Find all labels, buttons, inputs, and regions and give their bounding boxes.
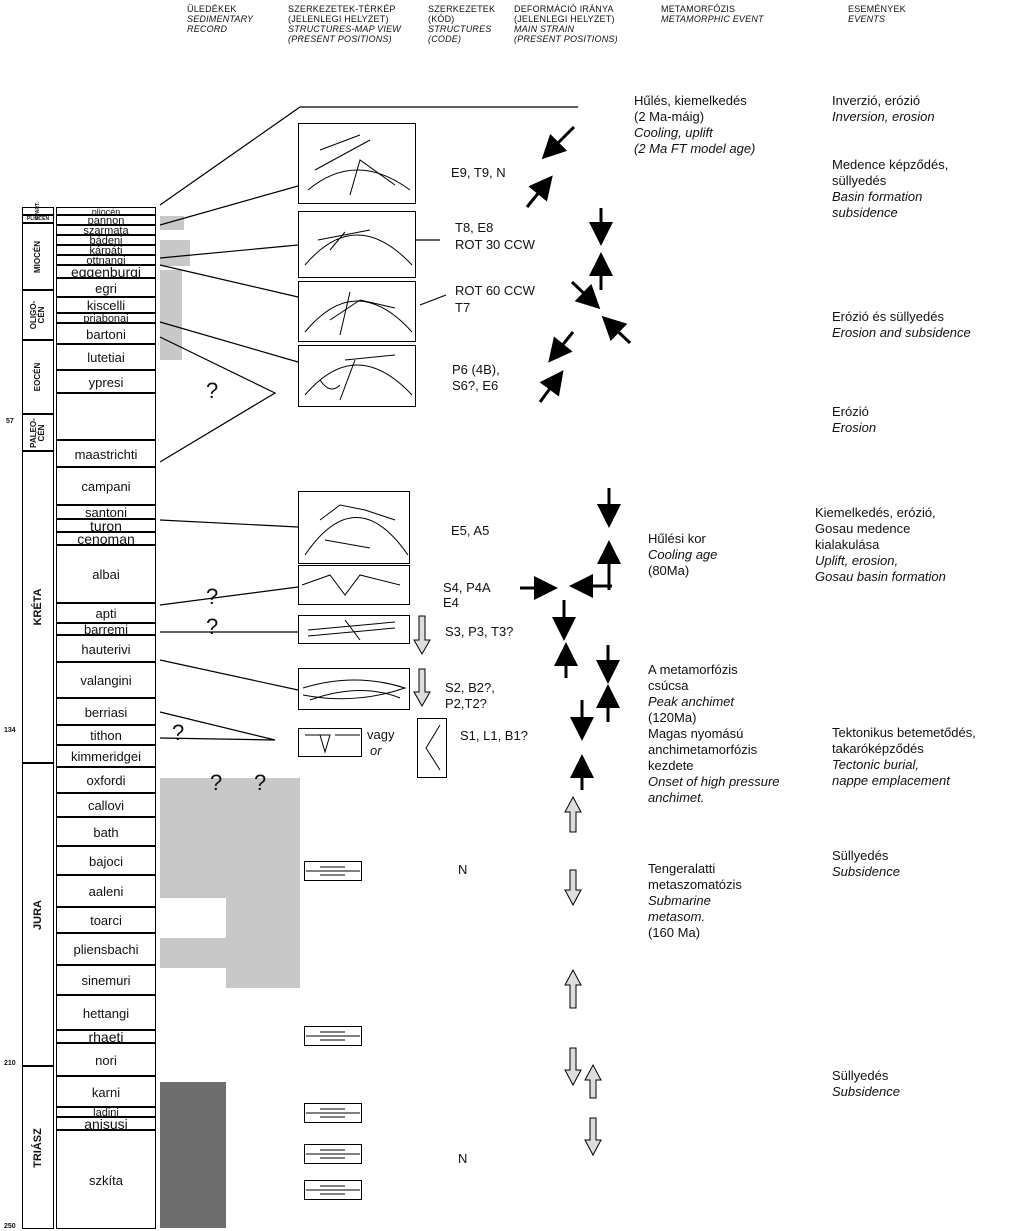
text-line: (2 Ma-máig) <box>634 109 755 125</box>
text-line: Gosau basin formation <box>815 569 946 585</box>
text-line: metasom. <box>648 909 742 925</box>
strain-arrows <box>520 127 630 790</box>
text-line: Inverzió, erózió <box>832 93 935 109</box>
text-line: (160 Ma) <box>648 925 742 941</box>
text-line: csúcsa <box>648 678 780 694</box>
alt-label: vagy <box>367 727 394 743</box>
text-line: subsidence <box>832 205 948 221</box>
text-line: Basin formation <box>832 189 948 205</box>
structure-code: T8, E8 <box>455 220 493 236</box>
structure-sketches <box>302 135 440 1194</box>
text-line: Gosau medence <box>815 521 946 537</box>
text-line: Magas nyomású <box>648 726 780 742</box>
text-line: anchimetamorfózis <box>648 742 780 758</box>
text-line: nappe emplacement <box>832 773 976 789</box>
structure-code: E5, A5 <box>451 523 489 539</box>
metamorphic-event: Hűlés, kiemelkedés(2 Ma-máig)Cooling, up… <box>634 93 755 157</box>
structure-code: N <box>458 862 467 878</box>
hollow-arrows <box>414 616 601 1155</box>
text-line: Erózió <box>832 404 876 420</box>
text-line: Onset of high pressure <box>648 774 780 790</box>
structure-code: S1, L1, B1? <box>460 728 528 744</box>
text-line: Süllyedés <box>832 1068 900 1084</box>
event: ErózióErosion <box>832 404 876 436</box>
text-line: Cooling, uplift <box>634 125 755 141</box>
text-line: Hűlés, kiemelkedés <box>634 93 755 109</box>
text-line: (120Ma) <box>648 710 780 726</box>
text-line: Cooling age <box>648 547 717 563</box>
alt-label: or <box>370 743 382 759</box>
text-line: Erosion <box>832 420 876 436</box>
text-line: takaróképződés <box>832 741 976 757</box>
event: Medence képződés,süllyedésBasin formatio… <box>832 157 948 221</box>
structure-code: E4 <box>443 595 459 611</box>
text-line: Tengeralatti <box>648 861 742 877</box>
structure-code: E9, T9, N <box>451 165 506 181</box>
text-line: A metamorfózis <box>648 662 780 678</box>
text-line: Hűlési kor <box>648 531 717 547</box>
structure-code: T7 <box>455 300 470 316</box>
text-line: Kiemelkedés, erózió, <box>815 505 946 521</box>
text-line: (2 Ma FT model age) <box>634 141 755 157</box>
text-line: süllyedés <box>832 173 948 189</box>
text-line: Erózió és süllyedés <box>832 309 971 325</box>
text-line: Tektonikus betemetődés, <box>832 725 976 741</box>
structure-code: S4, P4A <box>443 580 491 596</box>
text-line: Medence képződés, <box>832 157 948 173</box>
text-line: (80Ma) <box>648 563 717 579</box>
text-line: kialakulása <box>815 537 946 553</box>
text-line: kezdete <box>648 758 780 774</box>
structure-code: N <box>458 1151 467 1167</box>
text-line: Peak anchimet <box>648 694 780 710</box>
text-line: Uplift, erosion, <box>815 553 946 569</box>
text-line: Süllyedés <box>832 848 900 864</box>
structure-code: S3, P3, T3? <box>445 624 513 640</box>
text-line: Erosion and subsidence <box>832 325 971 341</box>
structure-code: S2, B2?, <box>445 680 495 696</box>
text-line: metaszomatózis <box>648 877 742 893</box>
correlation-lines <box>160 107 578 740</box>
text-line: Subsidence <box>832 864 900 880</box>
structure-code: P6 (4B), <box>452 362 500 378</box>
text-line: Inversion, erosion <box>832 109 935 125</box>
text-line: Submarine <box>648 893 742 909</box>
structure-code: ROT 60 CCW <box>455 283 535 299</box>
structure-code: S6?, E6 <box>452 378 498 394</box>
text-line: anchimet. <box>648 790 780 806</box>
structure-code: ROT 30 CCW <box>455 237 535 253</box>
structure-code: P2,T2? <box>445 696 487 712</box>
text-line: Subsidence <box>832 1084 900 1100</box>
text-line: Tectonic burial, <box>832 757 976 773</box>
